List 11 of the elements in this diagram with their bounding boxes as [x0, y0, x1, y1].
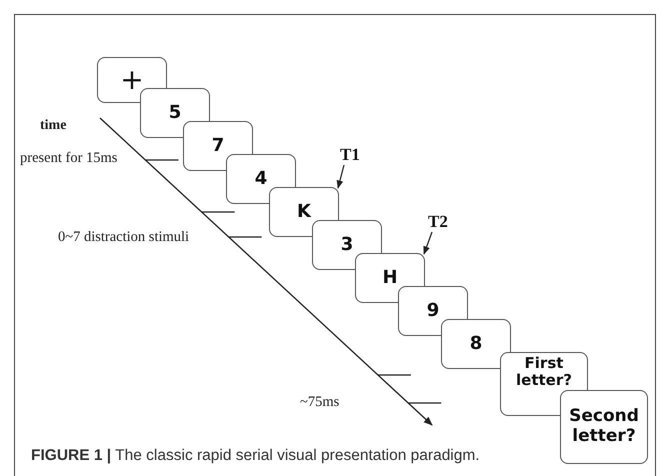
- pointer-arrow: [336, 164, 345, 189]
- stimulus-card: Second letter?: [560, 390, 648, 464]
- target-label: T1: [340, 145, 360, 165]
- timing-note: ~75ms: [300, 394, 340, 411]
- figure-caption: FIGURE 1 | The classic rapid serial visual presentation paradigm.: [31, 447, 480, 465]
- axis-label: time: [40, 118, 66, 134]
- timing-note: 0~7 distraction stimuli: [58, 229, 190, 246]
- target-label: T2: [428, 212, 448, 232]
- timing-note: present for 15ms: [20, 150, 118, 167]
- stimulus-card: 8: [441, 319, 511, 369]
- pointer-arrow: [423, 232, 433, 255]
